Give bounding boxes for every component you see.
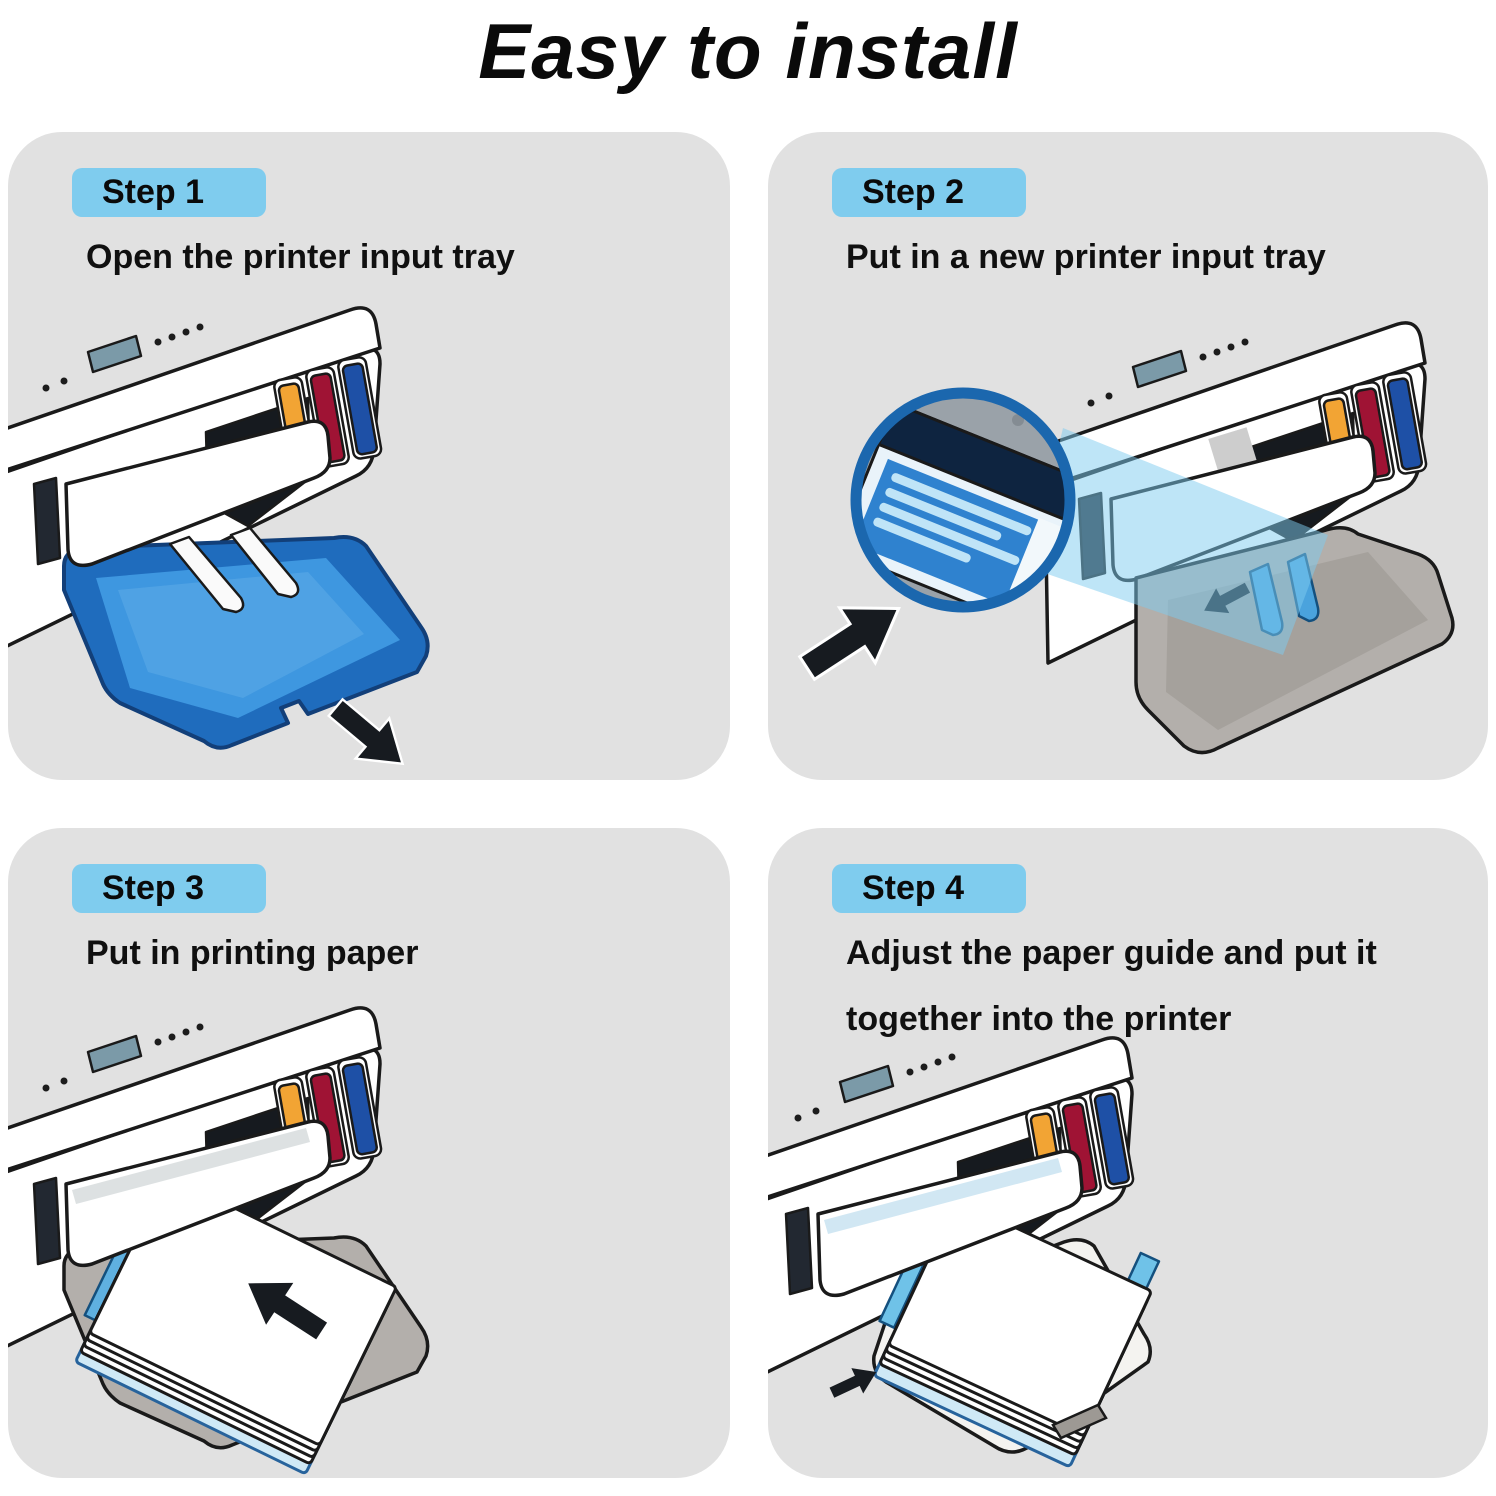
printer-open-tray-drawing [8, 306, 430, 778]
page-title: Easy to install [478, 7, 1018, 95]
insert-arrow-icon [792, 585, 913, 693]
step-4-badge: Step 4 [832, 864, 1026, 913]
adjust-guide-drawing [768, 1036, 1161, 1468]
step-3-illustration [8, 1000, 728, 1478]
magnifier-circle [850, 387, 1076, 613]
paper-stack [873, 1199, 1161, 1468]
step-2-badge: Step 2 [832, 168, 1026, 217]
load-paper-drawing [8, 1006, 430, 1475]
step-3-badge: Step 3 [72, 864, 266, 913]
step-4-caption-line1: Adjust the paper guide and put it [846, 934, 1377, 972]
zoom-beam [1030, 428, 1328, 655]
panel-step-2: Step 2 Put in a new printer input tray [768, 132, 1488, 780]
tray-handle-notch [1051, 1403, 1108, 1440]
step-1-illustration [8, 300, 728, 778]
magnifier-ring [850, 387, 1076, 613]
panel-step-4: Step 4 Adjust the paper guide and put it… [768, 828, 1488, 1478]
blue-input-tray [62, 535, 430, 750]
step-2-illustration [768, 300, 1488, 778]
shelf-top-band [72, 1128, 310, 1204]
step-1-badge: Step 1 [72, 168, 266, 217]
paper-stack [75, 1174, 397, 1475]
panel-step-1: Step 1 Open the printer input tray [8, 132, 730, 780]
step-4-caption: Adjust the paper guide and put it togeth… [846, 920, 1446, 1052]
panel-step-3: Step 3 Put in printing paper [8, 828, 730, 1478]
step-4-caption-line2: together into the printer [846, 1000, 1232, 1038]
step-2-caption: Put in a new printer input tray [846, 238, 1326, 276]
step-1-caption: Open the printer input tray [86, 238, 515, 276]
paper-guides [168, 526, 300, 614]
magnifier-new-tray-drawing [768, 321, 1455, 755]
step-3-caption: Put in printing paper [86, 934, 419, 972]
shelf-top-band [824, 1158, 1062, 1234]
step-4-illustration [768, 1000, 1488, 1478]
